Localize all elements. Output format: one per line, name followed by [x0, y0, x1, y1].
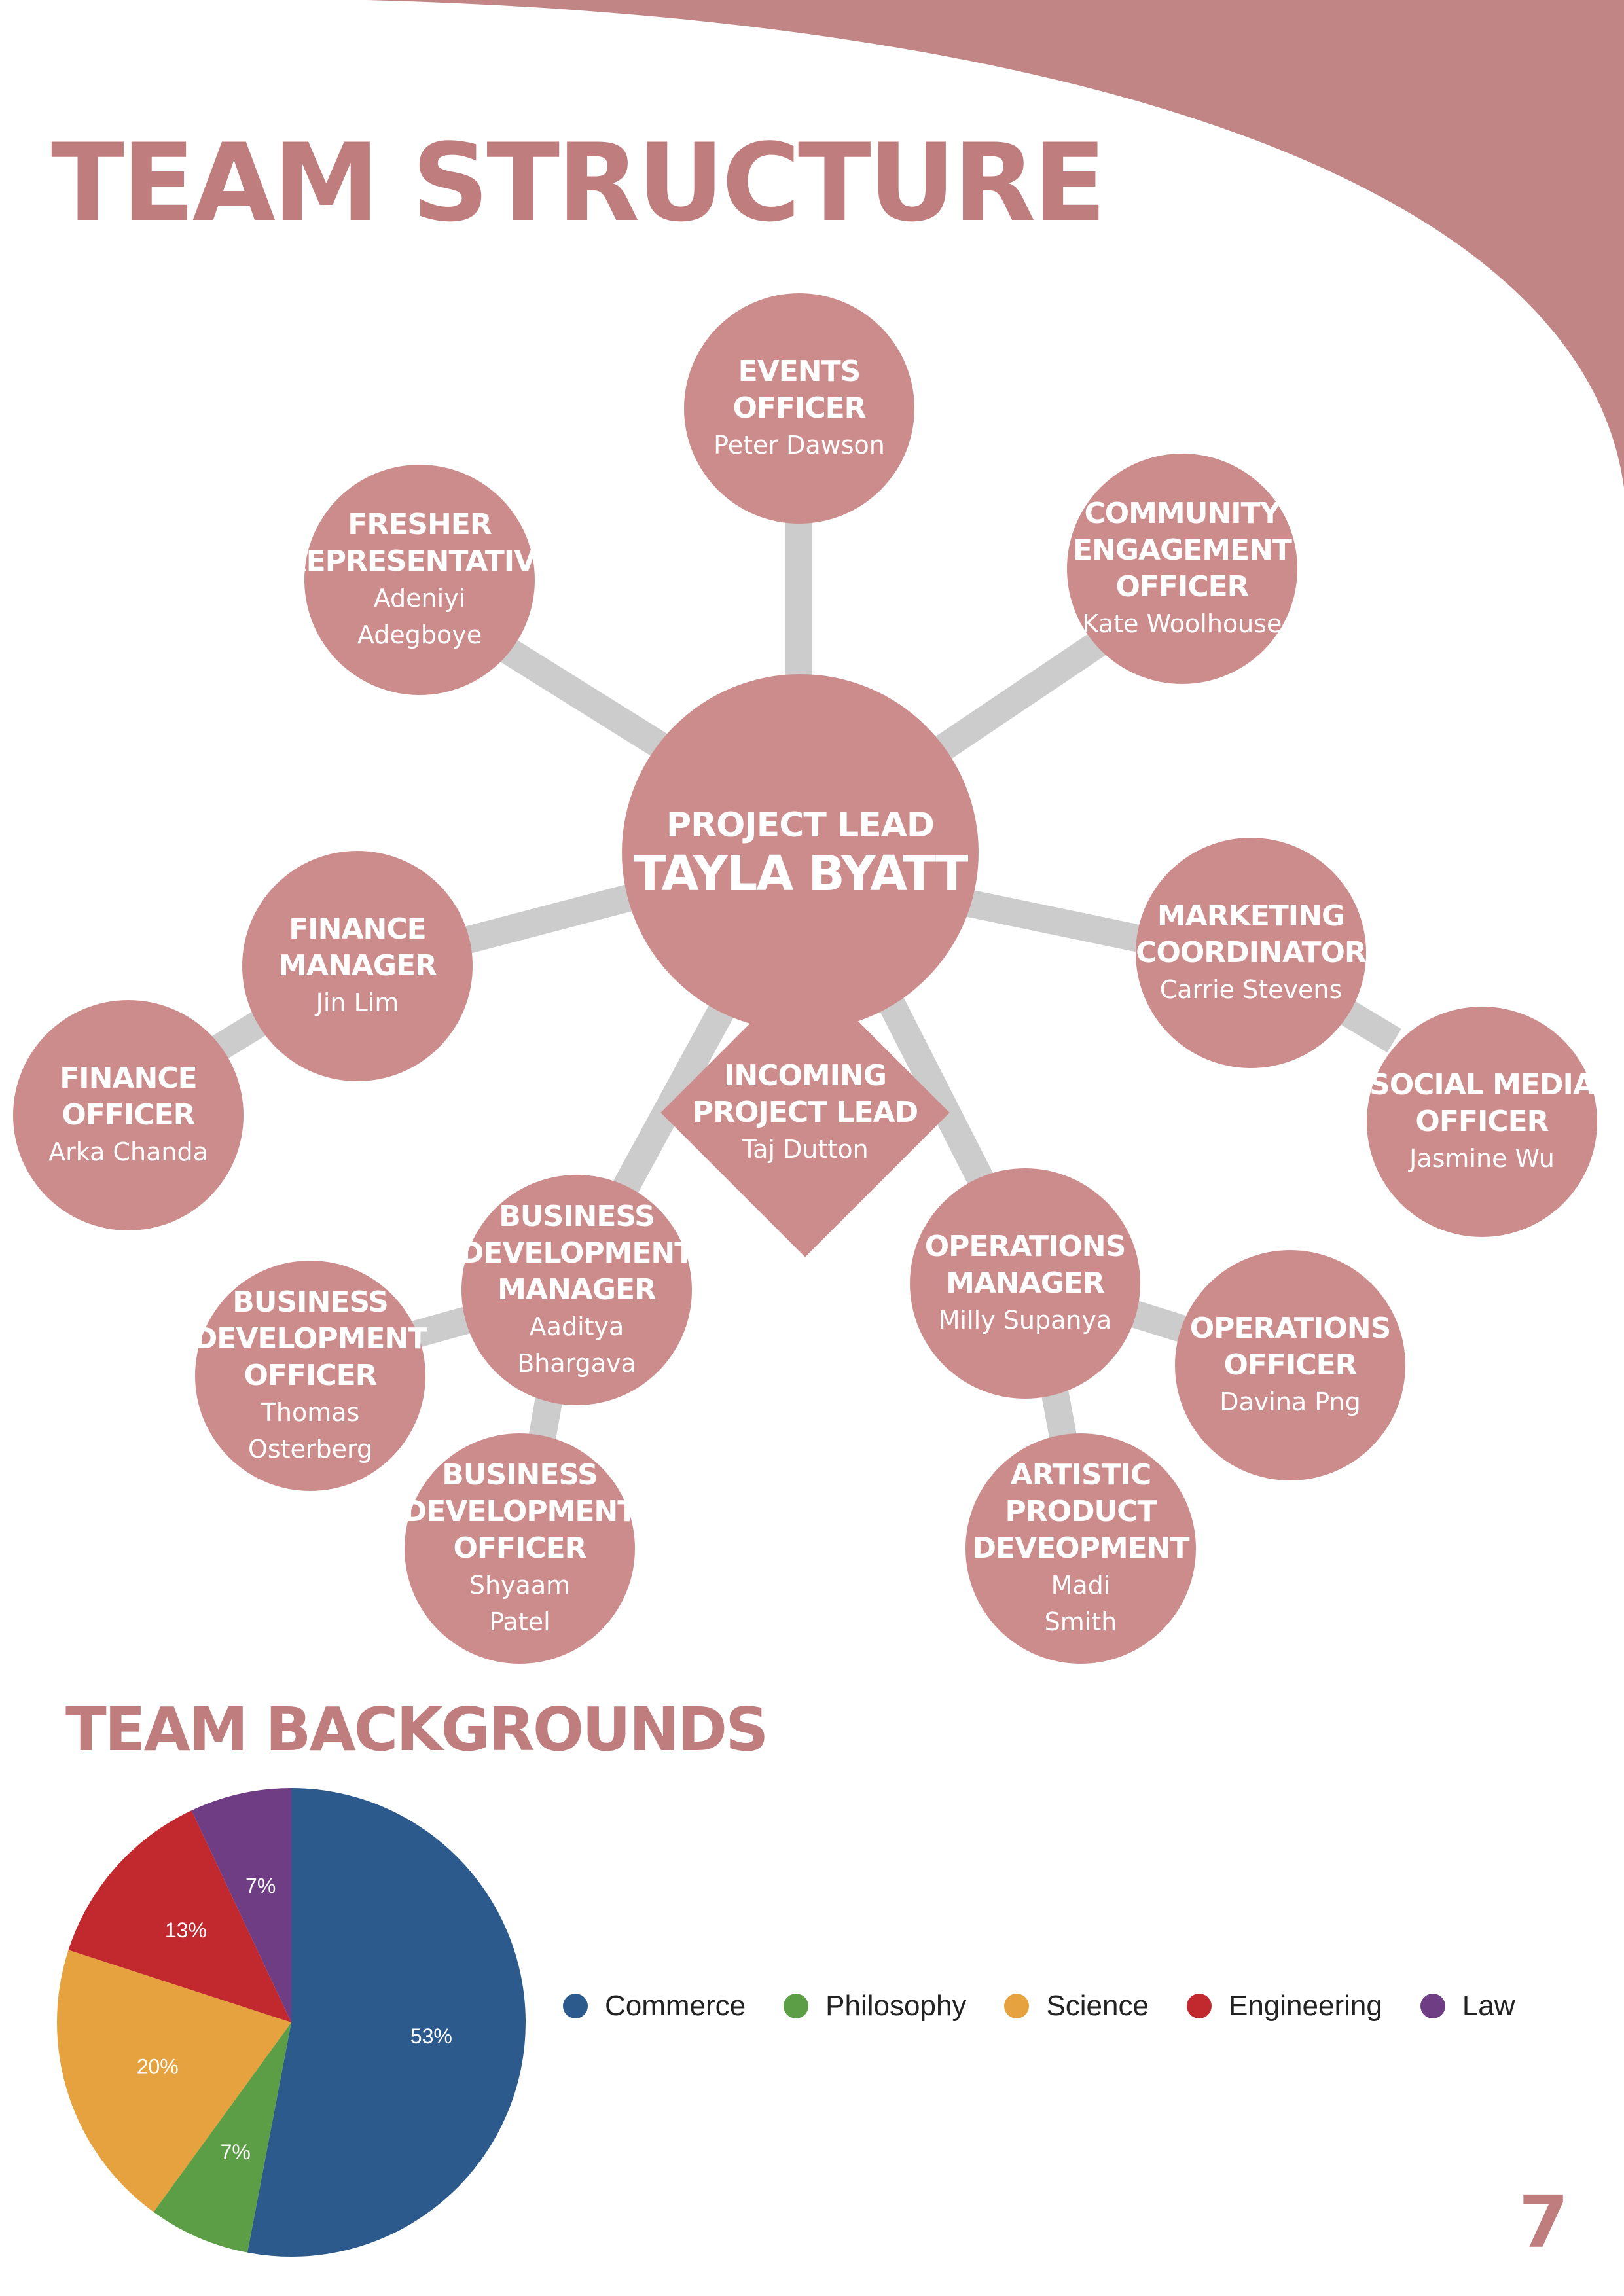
pie-label-philosophy: 7% — [221, 2140, 251, 2164]
events-officer-node: EVENTS OFFICER Peter Dawson — [684, 293, 914, 524]
legend-swatch-commerce — [563, 1994, 588, 2018]
business-development-manager-name: Aaditya Bhargava — [517, 1312, 636, 1378]
operations-officer-role: OPERATIONS OFFICER — [1189, 1312, 1392, 1382]
legend-label-science: Science — [1046, 1990, 1149, 2022]
operations-officer-name: Davina Png — [1219, 1388, 1361, 1416]
events-officer-name: Peter Dawson — [713, 431, 885, 459]
pie-slice-commerce — [247, 1788, 526, 2257]
connector-fresher — [496, 636, 669, 758]
project-lead-node: PROJECT LEAD TAYLA BYATT — [622, 674, 979, 1031]
social-media-officer-node: SOCIAL MEDIA OFFICER Jasmine Wu — [1367, 1007, 1597, 1237]
marketing-coordinator-node: MARKETING COORDINATOR Carrie Stevens — [1136, 838, 1367, 1068]
business-development-officer-name-1: Thomas Osterberg — [247, 1398, 373, 1463]
business-development-officer-role-2: BUSINESS DEVELOPMENT OFFICER — [403, 1458, 637, 1565]
connector-community — [928, 626, 1114, 764]
page-number: 7 — [1519, 2180, 1569, 2264]
pie-slice-science — [56, 1950, 291, 2212]
artistic-product-development-role: ARTISTIC PRODUCT DEVEOPMENT — [972, 1458, 1189, 1565]
social-media-officer-name: Jasmine Wu — [1409, 1144, 1555, 1173]
legend-item-commerce: Commerce — [563, 1990, 746, 2022]
legend-label-engineering: Engineering — [1228, 1990, 1382, 2022]
business-development-manager-role: BUSINESS DEVELOPMENT MANAGER — [460, 1200, 694, 1306]
finance-officer-node: FINANCE OFFICER Arka Chanda — [13, 1000, 244, 1230]
incoming-lead-name: Taj Dutton — [742, 1135, 869, 1164]
legend-swatch-engineering — [1186, 1994, 1212, 2018]
page-title: TEAM STRUCTURE — [51, 120, 1106, 245]
legend-label-philosophy: Philosophy — [825, 1990, 967, 2022]
team-backgrounds-title: TEAM BACKGROUNDS — [65, 1695, 768, 1765]
events-officer-role: EVENTS OFFICER — [732, 355, 866, 425]
pie-slice-law — [191, 1788, 291, 2022]
connector-finance-manager — [454, 884, 632, 956]
finance-manager-name: Jin Lim — [316, 988, 399, 1017]
project-lead-name: TAYLA BYATT — [633, 845, 969, 902]
business-development-officer-role-1: BUSINESS DEVELOPMENT OFFICER — [193, 1285, 427, 1392]
connector-bd-officer-1 — [408, 1305, 475, 1349]
business-development-officer-node-1: BUSINESS DEVELOPMENT OFFICER Thomas Oste… — [193, 1261, 427, 1491]
connector-ops-manager — [878, 995, 994, 1188]
pie-label-commerce: 53% — [410, 2024, 452, 2048]
business-development-manager-node: BUSINESS DEVELOPMENT MANAGER Aaditya Bha… — [460, 1175, 694, 1405]
pie-slice-philosophy — [153, 2022, 291, 2253]
finance-officer-name: Arka Chanda — [48, 1138, 208, 1166]
pie-chart-legend: Commerce Philosophy Science Engineering Law — [563, 1990, 1553, 2022]
fresher-representative-name: Adeniyi Adegboye — [357, 584, 482, 649]
fresher-representative-node: FRESHER REPRESENTATIVE Adeniyi Adegboye — [285, 465, 555, 695]
community-engagement-role: COMMUNITY ENGAGEMENT OFFICER — [1073, 497, 1292, 603]
incoming-lead-node: INCOMING PROJECT LEAD Taj Dutton — [674, 1034, 936, 1191]
legend-item-science: Science — [1004, 1990, 1149, 2022]
fresher-representative-role: FRESHER REPRESENTATIVE — [284, 508, 555, 578]
social-media-officer-role: SOCIAL MEDIA OFFICER — [1369, 1068, 1595, 1138]
operations-manager-name: Milly Supanya — [938, 1306, 1112, 1335]
artistic-product-development-name: Madi Smith — [1044, 1571, 1117, 1636]
business-development-officer-name-2: Shyaam Patel — [469, 1571, 571, 1636]
operations-officer-node: OPERATIONS OFFICER Davina Png — [1175, 1250, 1405, 1480]
finance-manager-role: FINANCE MANAGER — [278, 912, 437, 982]
legend-item-philosophy: Philosophy — [784, 1990, 966, 2022]
pie-label-law: 7% — [245, 1874, 276, 1897]
connector-ops-officer — [1125, 1299, 1186, 1342]
operations-manager-node: OPERATIONS MANAGER Milly Supanya — [910, 1168, 1140, 1399]
pie-label-engineering: 13% — [165, 1918, 207, 1942]
legend-label-commerce: Commerce — [605, 1990, 746, 2022]
artistic-product-development-node: ARTISTIC PRODUCT DEVEOPMENT Madi Smith — [965, 1433, 1196, 1664]
pie-label-science: 20% — [137, 2054, 179, 2078]
legend-label-law: Law — [1462, 1990, 1515, 2022]
operations-manager-role: OPERATIONS MANAGER — [924, 1230, 1127, 1300]
legend-swatch-science — [1004, 1994, 1030, 2018]
legend-item-engineering: Engineering — [1186, 1990, 1382, 2022]
legend-item-law: Law — [1420, 1990, 1515, 2022]
marketing-coordinator-name: Carrie Stevens — [1159, 975, 1343, 1004]
pie-slice-engineering — [68, 1810, 292, 2022]
connector-artistic — [1040, 1385, 1077, 1443]
business-development-officer-node-2: BUSINESS DEVELOPMENT OFFICER Shyaam Pate… — [403, 1433, 637, 1664]
project-lead-role: PROJECT LEAD — [666, 805, 935, 845]
finance-manager-node: FINANCE MANAGER Jin Lim — [242, 851, 473, 1081]
finance-officer-role: FINANCE OFFICER — [60, 1062, 197, 1132]
legend-swatch-law — [1420, 1994, 1445, 2018]
community-engagement-name: Kate Woolhouse — [1082, 609, 1282, 638]
marketing-coordinator-role: MARKETING COORDINATOR — [1136, 899, 1367, 969]
connector-social-media — [1338, 999, 1401, 1053]
community-engagement-officer-node: COMMUNITY ENGAGEMENT OFFICER Kate Woolho… — [1067, 454, 1297, 684]
legend-swatch-philosophy — [784, 1994, 809, 2018]
incoming-lead-role: INCOMING PROJECT LEAD — [692, 1059, 918, 1129]
connector-marketing — [965, 889, 1146, 953]
connector-bd-manager — [613, 994, 739, 1195]
